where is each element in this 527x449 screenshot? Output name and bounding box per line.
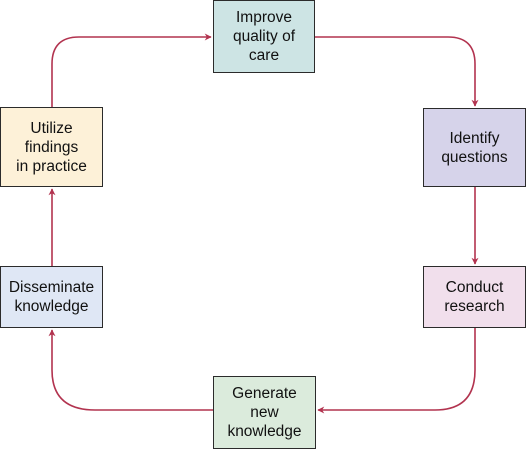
step-improve-label: Improve quality of care xyxy=(232,9,296,64)
step-dissem-label: Disseminate knowledge xyxy=(8,279,95,315)
step-utilize-label: Utilize findings in practice xyxy=(16,119,87,175)
arrow-conduct-to-generate xyxy=(317,328,476,414)
step-improve-quality: Improve quality of care xyxy=(213,0,315,73)
step-identify-label: Identify questions xyxy=(441,129,508,166)
arrow-utilize-to-improve xyxy=(51,33,212,107)
arrow-improve-to-identify xyxy=(315,36,479,107)
step-identify-questions: Identify questions xyxy=(423,108,526,187)
step-conduct-label: Conduct research xyxy=(444,279,505,315)
step-generate-knowledge: Generate new knowledge xyxy=(213,376,316,449)
step-disseminate-knowledge: Disseminate knowledge xyxy=(0,266,103,328)
arrow-generate-to-dissem xyxy=(48,329,213,411)
step-utilize-findings: Utilize findings in practice xyxy=(0,107,103,187)
step-conduct-research: Conduct research xyxy=(423,266,526,328)
step-generate-label: Generate new knowledge xyxy=(227,385,302,440)
